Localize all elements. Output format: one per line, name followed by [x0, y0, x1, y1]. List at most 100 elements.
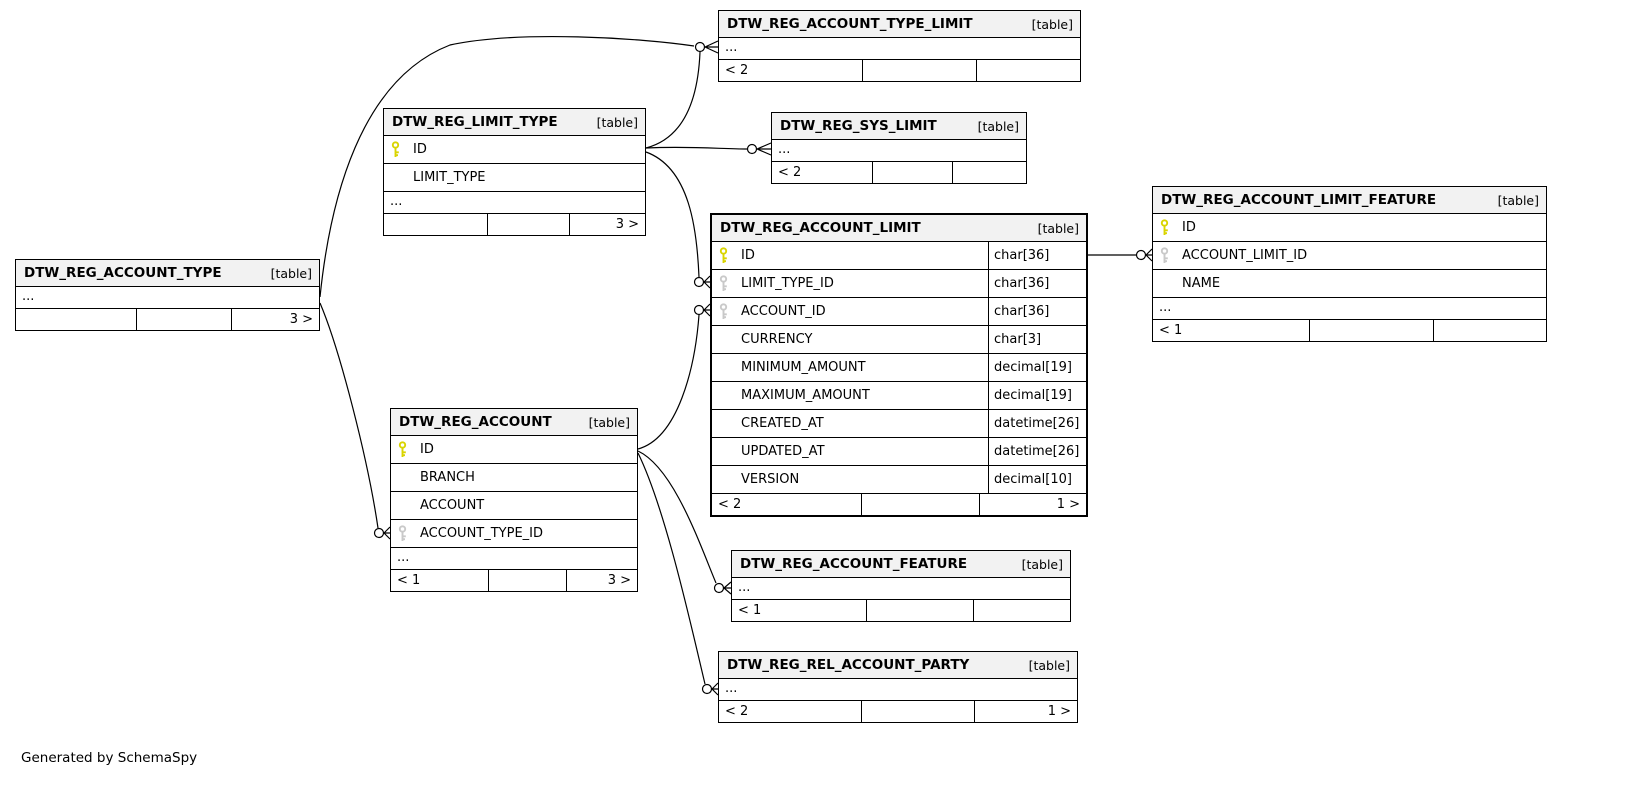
- column-row[interactable]: ID: [391, 436, 637, 464]
- column-name: MINIMUM_AMOUNT: [741, 360, 866, 375]
- column-row[interactable]: NAME: [1153, 270, 1546, 298]
- table-name[interactable]: DTW_REG_ACCOUNT_LIMIT: [720, 220, 921, 236]
- relationship-account--rel-account-party: [637, 452, 706, 685]
- table-header[interactable]: DTW_REG_ACCOUNT_LIMIT_FEATURE[table]: [1153, 187, 1546, 214]
- fk-connector-account-feature: [713, 581, 732, 595]
- column-type: decimal[19]: [988, 354, 1086, 381]
- column-name: VERSION: [741, 472, 800, 487]
- footer-cell: 3 >: [231, 309, 319, 330]
- footer-cell: [135, 309, 232, 330]
- column-name: NAME: [1182, 276, 1221, 291]
- table-footer: < 1: [1153, 320, 1546, 341]
- table-name[interactable]: DTW_REG_LIMIT_TYPE: [392, 114, 558, 130]
- fk-connector-account-limit-account-id: [693, 303, 711, 317]
- table-footer: 3 >: [384, 214, 645, 235]
- more-columns-ellipsis: ...: [732, 578, 1070, 600]
- fk-connector-account-limit-limit-type-id: [693, 275, 711, 289]
- column-name: BRANCH: [420, 470, 475, 485]
- column-row[interactable]: LIMIT_TYPE: [384, 164, 645, 192]
- column-row[interactable]: BRANCH: [391, 464, 637, 492]
- table-name[interactable]: DTW_REG_ACCOUNT_LIMIT_FEATURE: [1161, 192, 1437, 208]
- column-name: ID: [741, 248, 755, 263]
- footer-cell: [487, 570, 566, 591]
- table-header[interactable]: DTW_REG_ACCOUNT_TYPE_LIMIT [table]: [719, 11, 1080, 38]
- column-type: datetime[26]: [988, 410, 1086, 437]
- more-columns-ellipsis: ...: [16, 287, 319, 309]
- column-row[interactable]: MINIMUM_AMOUNT decimal[19]: [712, 354, 1086, 382]
- table-name[interactable]: DTW_REG_ACCOUNT: [399, 414, 552, 430]
- table-tag: [table]: [977, 118, 1019, 134]
- relationship-account--account-feature: [637, 450, 717, 584]
- footer-cell: [976, 60, 1080, 81]
- table-header[interactable]: DTW_REG_ACCOUNT_FEATURE[table]: [732, 551, 1070, 578]
- footer-cell: [952, 162, 1026, 183]
- table-account_feature: DTW_REG_ACCOUNT_FEATURE[table]... < 1: [731, 550, 1071, 622]
- relationship-account-type--account-type-limit: [319, 35, 695, 298]
- primary-key-icon: [1153, 219, 1177, 236]
- column-name: UPDATED_AT: [741, 444, 825, 459]
- footer-cell: [16, 309, 136, 330]
- table-name[interactable]: DTW_REG_ACCOUNT_FEATURE: [740, 556, 968, 572]
- relationship-limit-type--sys-limit: [645, 146, 748, 150]
- footer-cell: < 2: [725, 63, 749, 78]
- column-row[interactable]: ACCOUNT_LIMIT_ID: [1153, 242, 1546, 270]
- column-name: ID: [413, 142, 427, 157]
- footer-cell: < 1: [738, 603, 762, 618]
- more-columns-ellipsis: ...: [719, 679, 1077, 701]
- foreign-key-icon: [712, 275, 736, 292]
- table-name[interactable]: DTW_REG_ACCOUNT_TYPE_LIMIT: [727, 16, 973, 32]
- fk-connector-rel-account-party: [701, 682, 719, 696]
- table-header[interactable]: DTW_REG_ACCOUNT [table]: [391, 409, 637, 436]
- fk-connector-account-type-limit: [694, 40, 719, 54]
- more-columns-ellipsis: ...: [384, 192, 645, 214]
- footer-cell: [862, 60, 976, 81]
- column-name: LIMIT_TYPE_ID: [741, 276, 834, 291]
- footer-cell: [1433, 320, 1546, 341]
- column-row[interactable]: ID: [384, 136, 645, 164]
- table-footer: < 2: [772, 162, 1026, 183]
- column-row[interactable]: ID: [1153, 214, 1546, 242]
- table-header[interactable]: DTW_REG_LIMIT_TYPE [table]: [384, 109, 645, 136]
- table-name[interactable]: DTW_REG_SYS_LIMIT: [780, 118, 937, 134]
- table-name[interactable]: DTW_REG_REL_ACCOUNT_PARTY: [727, 657, 970, 673]
- column-row[interactable]: ACCOUNT: [391, 492, 637, 520]
- column-name: LIMIT_TYPE: [413, 170, 486, 185]
- foreign-key-icon: [712, 303, 736, 320]
- column-name: ACCOUNT_LIMIT_ID: [1182, 248, 1308, 263]
- footer-cell: [871, 162, 953, 183]
- column-row[interactable]: LIMIT_TYPE_ID char[36]: [712, 270, 1086, 298]
- column-name: ID: [420, 442, 434, 457]
- table-header[interactable]: DTW_REG_ACCOUNT_LIMIT[table]: [712, 215, 1086, 242]
- table-header[interactable]: DTW_REG_SYS_LIMIT [table]: [772, 113, 1026, 140]
- table-tag: [table]: [1031, 16, 1073, 32]
- table-tag: [table]: [596, 114, 638, 130]
- table-tag: [table]: [270, 265, 312, 281]
- more-columns-ellipsis: ...: [391, 548, 637, 570]
- table-footer: < 2: [719, 60, 1080, 81]
- footer-cell: 1 >: [978, 494, 1087, 515]
- table-tag: [table]: [1028, 657, 1070, 673]
- table-name[interactable]: DTW_REG_ACCOUNT_TYPE: [24, 265, 222, 281]
- table-tag: [table]: [588, 414, 630, 430]
- table-header[interactable]: DTW_REG_ACCOUNT_TYPE [table]: [16, 260, 319, 287]
- table-limit_type: DTW_REG_LIMIT_TYPE [table] ID LIMIT_TYPE...…: [383, 108, 646, 236]
- column-row[interactable]: ACCOUNT_TYPE_ID: [391, 520, 637, 548]
- table-sys_limit: DTW_REG_SYS_LIMIT[table]...< 2: [771, 112, 1027, 184]
- footer-cell: [384, 214, 487, 235]
- table-footer: 3 >: [16, 309, 319, 330]
- foreign-key-icon: [1153, 247, 1177, 264]
- column-name: ID: [1182, 220, 1196, 235]
- table-header[interactable]: DTW_REG_REL_ACCOUNT_PARTY [table]: [719, 652, 1077, 679]
- column-type: char[36]: [988, 270, 1086, 297]
- footer-cell: < 2: [778, 165, 802, 180]
